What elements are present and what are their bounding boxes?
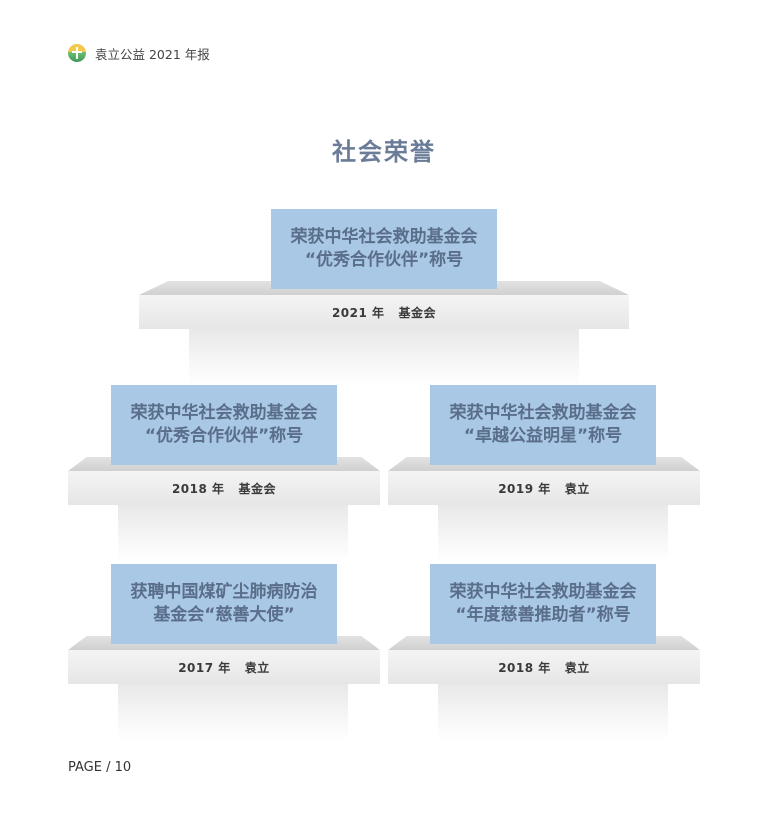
report-header: 袁立公益 2021 年报 (68, 43, 210, 63)
honor-year-label: 2018 年 袁立 (498, 660, 590, 675)
honor-year-label: 2019 年 袁立 (498, 481, 590, 496)
section-title: 社会荣誉 (332, 138, 436, 166)
honor-title-line1: 荣获中华社会救助基金会 (449, 403, 637, 423)
honor-title-line2: 基金会“慈善大使” (153, 605, 295, 625)
header-title: 袁立公益 2021 年报 (95, 46, 210, 62)
honor-title-line2: “年度慈善推助者”称号 (455, 605, 631, 625)
podium-pedestal (118, 505, 348, 563)
honor-card: 荣获中华社会救助基金会 “优秀合作伙伴”称号 (111, 385, 337, 465)
podium-pedestal (118, 684, 348, 742)
podium-front: 2019 年 袁立 (388, 471, 700, 505)
logo-icon (68, 44, 86, 62)
honor-card: 荣获中华社会救助基金会 “卓越公益明星”称号 (430, 385, 656, 465)
honor-year-label: 2021 年 基金会 (331, 305, 437, 320)
podium-front: 2017 年 袁立 (68, 650, 380, 684)
honor-title-line1: 获聘中国煤矿尘肺病防治 (130, 582, 318, 602)
honor-title-line2: “优秀合作伙伴”称号 (144, 426, 304, 446)
honor-title-line1: 荣获中华社会救助基金会 (290, 227, 478, 247)
page-number: PAGE / 10 (68, 760, 132, 775)
honor-title-line2: “优秀合作伙伴”称号 (304, 250, 464, 270)
honor-title-line1: 荣获中华社会救助基金会 (130, 403, 318, 423)
podium-pedestal (438, 505, 668, 563)
honor-title-line2: “卓越公益明星”称号 (463, 426, 623, 446)
honor-title-line1: 荣获中华社会救助基金会 (449, 582, 637, 602)
podium-front: 2018 年 基金会 (68, 471, 380, 505)
podium-pedestal (189, 329, 579, 387)
honor-year-label: 2018 年 基金会 (171, 481, 277, 496)
honor-year-label: 2017 年 袁立 (178, 660, 270, 675)
podium-pedestal (438, 684, 668, 742)
podium-front: 2021 年 基金会 (139, 295, 629, 329)
honor-card: 荣获中华社会救助基金会 “优秀合作伙伴”称号 (271, 209, 497, 289)
honor-card: 获聘中国煤矿尘肺病防治 基金会“慈善大使” (111, 564, 337, 644)
podium-front: 2018 年 袁立 (388, 650, 700, 684)
honor-card: 荣获中华社会救助基金会 “年度慈善推助者”称号 (430, 564, 656, 644)
